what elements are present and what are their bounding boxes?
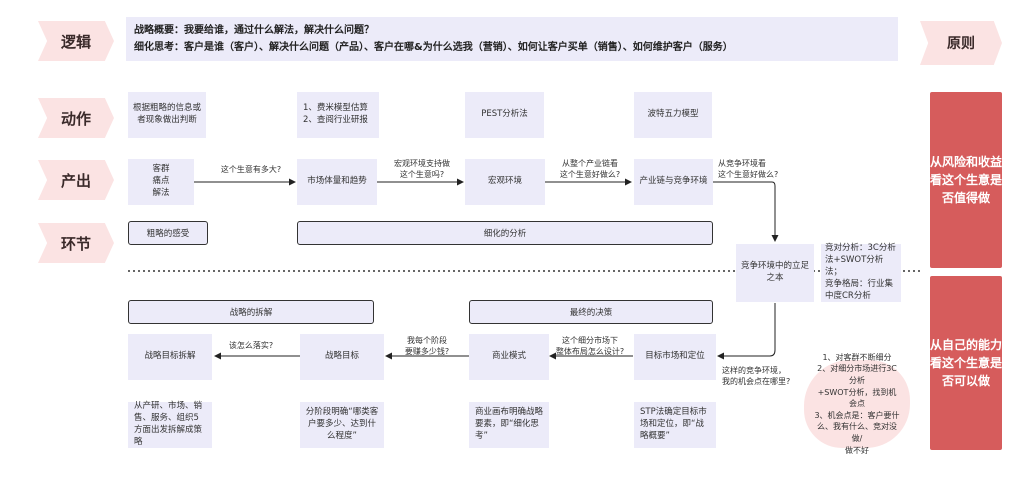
edge-label-competition-2: 这个生意好做么? (718, 169, 779, 179)
output-market-size: 市场体量和趋势 (297, 159, 377, 205)
cloud-line-1: 1、对客群不断细分 (822, 352, 892, 362)
edge-label-competition-1: 从竞争环境看 (718, 159, 766, 168)
node-strategy-goal: 战略目标 (300, 334, 384, 380)
node-business-model: 商业模式 (469, 334, 549, 380)
output-competitive-foothold: 竞争环境中的立足之本 (736, 244, 814, 302)
cloud-line-3: +SWOT分析，找到机会点 (817, 387, 897, 409)
output-industry-text: 产业链与竞争环境 (639, 176, 708, 187)
note-stp-text: STP法确定目标市场和定位，即“战略概要” (640, 407, 707, 441)
output-customer-pain-solution: 客群 痛点 解法 (128, 159, 194, 205)
arrow-o5-target (717, 303, 776, 360)
banner-stage: 环节 (38, 223, 114, 263)
action-rough-judgement: 根据粗略的信息或者现象做出判断 (128, 92, 206, 138)
competition-analysis-note: 竞对分析：3C分析 法+SWOT分析法； 竞争格局：行业集 中度CR分析 (821, 243, 901, 302)
edge-label-layout-2: 整体布局怎么设计? (555, 346, 625, 356)
stage-rough-feeling: 粗略的感受 (128, 221, 208, 245)
principle-capability-3: 否可以做 (941, 374, 990, 388)
banner-output: 产出 (38, 160, 114, 200)
edge-label-market-size: 这个生意有多大? (220, 165, 282, 174)
principle-risk-2: 看这个生意是 (930, 173, 1003, 187)
note-goal-text: 分阶段明确“哪类客户要多少、达到什么程度” (305, 407, 379, 441)
action-porter: 波特五力模型 (634, 92, 712, 138)
edge-label-opportunity: 这样的竞争环境， 我的机会点在哪里? (722, 366, 802, 388)
edge-label-layout-1: 这个细分市场下 (562, 336, 618, 345)
action-rough-judgement-text: 根据粗略的信息或者现象做出判断 (132, 103, 201, 125)
stage-detailed-analysis: 细化的分析 (297, 221, 713, 245)
principle-risk-1: 从风险和收益 (930, 155, 1003, 169)
edge-label-opportunity-1: 这样的竞争环境， (722, 366, 786, 375)
node-business-text: 商业模式 (491, 351, 526, 362)
arrow-o4-o5 (713, 181, 779, 242)
principle-risk-3: 否值得做 (941, 191, 990, 205)
edge-label-macro-2: 这个生意吗? (399, 169, 445, 179)
node-goal-breakdown: 战略目标拆解 (128, 334, 212, 380)
principle-capability-2: 看这个生意是 (930, 356, 1003, 370)
node-split-text: 战略目标拆解 (144, 351, 196, 362)
cloud-line-2: 2、对细分市场进行3C分析 (817, 364, 897, 386)
edge-label-opportunity-2: 我的机会点在哪里? (722, 376, 791, 386)
action-pest: PEST分析法 (465, 92, 544, 138)
output-foothold-text: 竞争环境中的立足之本 (740, 261, 809, 283)
note-stage-goal: 分阶段明确“哪类客户要多少、达到什么程度” (300, 402, 384, 448)
edge-label-industry-2: 这个生意好做么? (559, 169, 621, 179)
output-solution-text: 解法 (152, 187, 170, 198)
opportunity-cloud: 1、对客群不断细分 2、对细分市场进行3C分析 +SWOT分析，找到机会点 3、… (804, 353, 910, 455)
action-pest-text: PEST分析法 (481, 109, 528, 120)
action-fermi-research: 1、费米模型估算 2、查阅行业研报 (297, 92, 379, 138)
output-macro-text: 宏观环境 (487, 176, 522, 187)
edge-label-revenue-2: 要赚多少钱? (404, 346, 450, 356)
note-canvas-text: 商业画布明确战略要素，即“细化思考” (475, 407, 544, 441)
banner-action: 动作 (38, 98, 114, 138)
stage-final-decision: 最终的决策 (469, 300, 713, 324)
stage-strategy-breakdown: 战略的拆解 (128, 300, 374, 324)
edge-label-revenue-1: 我每个阶段 (407, 336, 447, 345)
principle-capability-1: 从自己的能力 (930, 338, 1003, 352)
action-fermi-text: 1、费米模型估算 (303, 103, 368, 114)
note-five-aspects: 从产研、市场、销售、服务、组织5方面出发拆解成策略 (128, 401, 212, 448)
output-customer-text: 客群 (152, 164, 170, 175)
edge-label-macro: 宏观环境支持做 这个生意吗? (384, 159, 460, 181)
cloud-line-6: 做不好 (845, 445, 869, 455)
edge-label-industry: 从整个产业链看 这个生意好做么? (552, 159, 628, 181)
cloud-line-4: 3、机会点是：客户要什 (814, 410, 900, 420)
output-industry-chain: 产业链与竞争环境 (634, 159, 713, 205)
note-stp: STP法确定目标市场和定位，即“战略概要” (634, 402, 716, 448)
edge-label-competition: 从竞争环境看 这个生意好做么? (718, 159, 788, 181)
competition-note-4: 中度CR分析 (825, 290, 871, 301)
output-market-size-text: 市场体量和趋势 (307, 176, 367, 187)
edge-label-macro-1: 宏观环境支持做 (394, 159, 450, 168)
note-business-canvas: 商业画布明确战略要素，即“细化思考” (469, 402, 549, 448)
action-porter-text: 波特五力模型 (647, 109, 699, 120)
edge-label-revenue: 我每个阶段 要赚多少钱? (392, 336, 462, 358)
principle-capability: 从自己的能力 看这个生意是 否可以做 (930, 276, 1002, 450)
action-research-text: 2、查阅行业研报 (303, 115, 368, 125)
strategy-detail-line: 细化思考：客户是谁（客户）、解决什么问题（产品）、客户在哪&为什么选我（营销）、… (134, 42, 733, 53)
note-five-text: 从产研、市场、销售、服务、组织5方面出发拆解成策略 (134, 401, 203, 447)
edge-label-industry-1: 从整个产业链看 (562, 159, 618, 168)
strategy-summary-box: 战略概要：我要给谁，通过什么解法，解决什么问题？ 细化思考：客户是谁（客户）、解… (126, 17, 898, 61)
node-target-market: 目标市场和定位 (634, 334, 716, 380)
principle-risk-return: 从风险和收益 看这个生意是 否值得做 (930, 92, 1002, 268)
cloud-line-5: 么、我有什么、竞对没做/ (817, 422, 897, 443)
output-pain-text: 痛点 (152, 176, 170, 187)
node-goal-text: 战略目标 (324, 351, 359, 362)
competition-note-2: 法+SWOT分析法； (825, 255, 884, 278)
strategy-summary-line: 战略概要：我要给谁，通过什么解法，解决什么问题？ (134, 25, 374, 36)
principle-banner: 原则 (920, 21, 1002, 65)
competition-note-3: 竞争格局：行业集 (825, 278, 894, 289)
competition-note-1: 竞对分析：3C分析 (825, 243, 896, 254)
edge-label-implement: 该怎么落实? (228, 341, 274, 350)
output-macro-environment: 宏观环境 (465, 159, 545, 205)
edge-label-layout: 这个细分市场下 整体布局怎么设计? (552, 336, 628, 358)
banner-logic: 逻辑 (38, 21, 114, 61)
node-target-text: 目标市场和定位 (645, 351, 705, 362)
